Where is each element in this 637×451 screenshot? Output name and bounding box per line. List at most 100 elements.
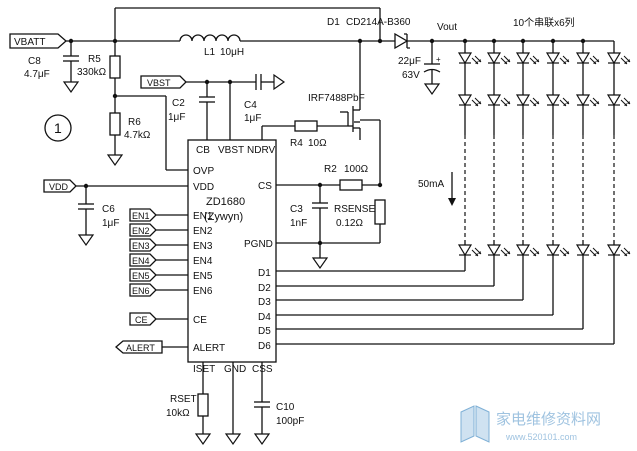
pin-vdd: VDD <box>193 182 214 193</box>
r2-resistor <box>339 179 363 191</box>
en-ports: EN1 EN2 EN3 EN4 EN5 EN6 <box>129 208 188 297</box>
r4-ref: R4 <box>290 138 303 149</box>
led-icon <box>516 244 540 257</box>
led-icon <box>516 52 540 65</box>
led-column-5 <box>276 38 600 330</box>
cout-value: 22μF <box>398 56 421 67</box>
en1-port <box>129 208 157 222</box>
c10-value: 100pF <box>276 416 304 427</box>
l1-ref: L1 <box>204 47 216 58</box>
ground-icon <box>107 154 123 166</box>
c6-value: 1μF <box>102 218 119 229</box>
junction <box>377 38 383 44</box>
pin-alert: ALERT <box>193 343 225 354</box>
led-column-4 <box>276 38 570 316</box>
r4-value: 10Ω <box>308 138 327 149</box>
led-icon <box>607 244 631 257</box>
d1-diode <box>394 32 409 50</box>
ground-icon <box>78 234 94 246</box>
pin-iset: ISET <box>193 364 215 375</box>
led-column-1 <box>276 38 482 272</box>
vbst-port <box>140 75 187 89</box>
current-arrow-head <box>448 198 456 206</box>
pin-ovp: OVP <box>193 166 214 177</box>
led-icon <box>576 244 600 257</box>
pin-en6: EN6 <box>193 286 213 297</box>
pin-d5: D5 <box>258 326 271 337</box>
ground-icon <box>63 81 79 93</box>
alert-port-label: ALERT <box>126 343 155 353</box>
r5-value: 330kΩ <box>77 67 107 78</box>
current-label: 50mA <box>418 179 444 190</box>
watermark-url: www.520101.com <box>505 432 577 442</box>
d1-ref: D1 <box>327 17 340 28</box>
led-icon <box>516 94 540 107</box>
c6-ref: C6 <box>102 204 115 215</box>
en2-port <box>129 223 157 237</box>
pin-d3: D3 <box>258 297 271 308</box>
led-column-2 <box>276 38 511 287</box>
ground-icon <box>195 433 211 445</box>
rsense-ref: RSENSE <box>334 204 375 215</box>
watermark: 家电维修资料网 www.520101.com <box>460 405 601 443</box>
pin-d2: D2 <box>258 283 271 294</box>
c4-value: 1μF <box>244 113 261 124</box>
led-icon <box>576 52 600 65</box>
pin-en5: EN5 <box>193 271 213 282</box>
vdd-port-label: VDD <box>49 182 69 192</box>
pin-pgnd: PGND <box>244 239 273 250</box>
figure-number: 1 <box>54 120 62 136</box>
pin-cs: CS <box>258 181 272 192</box>
ground-icon <box>225 433 241 445</box>
en5-port-label: EN5 <box>132 271 150 281</box>
ce-port <box>129 312 157 326</box>
led-column-3 <box>276 38 540 301</box>
ground-icon <box>254 433 270 445</box>
c4-ref: C4 <box>244 100 257 111</box>
cout-voltage: 63V <box>402 70 420 81</box>
c3-value: 1nF <box>290 218 307 229</box>
l1-value: 10μH <box>220 47 244 58</box>
led-icon <box>458 244 482 257</box>
led-icon <box>607 94 631 107</box>
en3-port-label: EN3 <box>132 241 150 251</box>
junction <box>580 38 586 44</box>
l1-inductor <box>179 34 241 42</box>
vbatt-label: VBATT <box>14 37 45 48</box>
c8-ref: C8 <box>28 56 41 67</box>
pin-d6: D6 <box>258 341 271 352</box>
pin-en3: EN3 <box>193 241 213 252</box>
rsense-value: 0.12Ω <box>336 218 363 229</box>
en3-port <box>129 238 157 252</box>
c2-ref: C2 <box>172 98 185 109</box>
en6-port-label: EN6 <box>132 286 150 296</box>
pin-gnd: GND <box>224 364 246 375</box>
c8-value: 4.7μF <box>24 69 50 80</box>
led-icon <box>546 94 570 107</box>
ce-port-label: CE <box>135 315 148 325</box>
led-icon <box>576 94 600 107</box>
c3-ref: C3 <box>290 204 303 215</box>
ground-icon <box>273 74 285 90</box>
led-icon <box>487 244 511 257</box>
pin-ndrv: NDRV <box>247 145 275 156</box>
r5-resistor <box>109 55 121 79</box>
c10-ref: C10 <box>276 402 295 413</box>
r2-value: 100Ω <box>344 164 369 175</box>
en6-port <box>129 283 157 297</box>
ic-subtitle: (Zywyn) <box>204 211 243 223</box>
junction <box>520 38 526 44</box>
led-icon <box>546 244 570 257</box>
r6-value: 4.7kΩ <box>124 130 151 141</box>
led-icon <box>458 52 482 65</box>
figure-number-circle <box>44 114 72 142</box>
vout-label: Vout <box>437 22 457 33</box>
r5-ref: R5 <box>88 54 101 65</box>
pin-d1: D1 <box>258 268 271 279</box>
en2-port-label: EN2 <box>132 226 150 236</box>
rset-resistor <box>197 393 209 417</box>
led-icon <box>487 94 511 107</box>
en5-port <box>129 268 157 282</box>
led-icon <box>458 94 482 107</box>
